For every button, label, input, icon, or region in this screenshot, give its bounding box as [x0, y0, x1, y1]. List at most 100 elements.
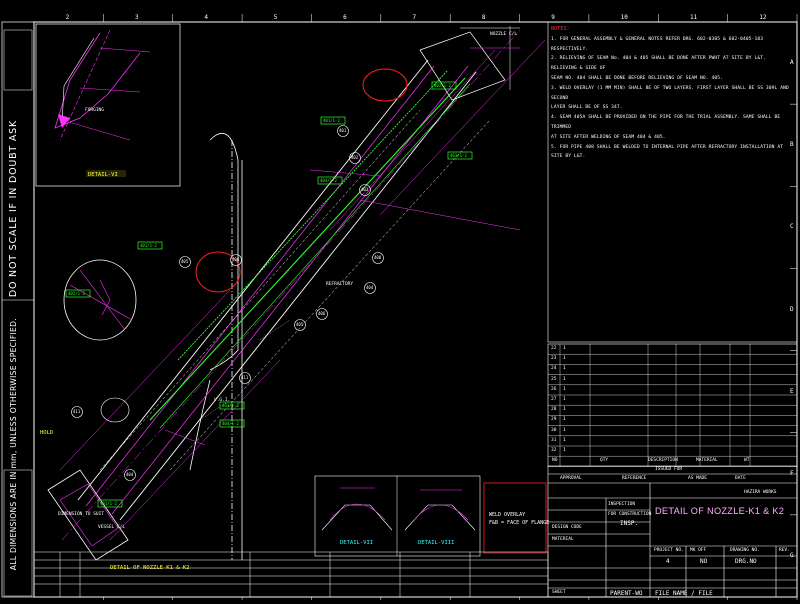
- issued-for-label: ISSUED FOR: [655, 467, 683, 472]
- parts-row-qty: 1: [563, 407, 566, 413]
- part-balloons: [71, 125, 384, 481]
- parts-row-qty: 1: [563, 366, 566, 372]
- part-balloon-label: 402: [351, 155, 359, 160]
- parts-row-qty: 1: [563, 397, 566, 402]
- drawing-title: DETAIL OF NOZZLE-K1 & K2: [655, 506, 785, 516]
- part-balloon-label: 405: [296, 322, 304, 327]
- weld-legend-box: [483, 482, 547, 554]
- part-balloon-label: 408: [374, 255, 382, 260]
- weld-tag-label: 401/1-2: [140, 243, 157, 248]
- parts-row-qty: 1: [563, 376, 566, 382]
- vgi-label: V.G.I.: [214, 398, 231, 403]
- detail-callout-top: [362, 68, 408, 102]
- weld-tag-label: 404/1-2: [222, 421, 239, 426]
- grid-row-markers: [790, 103, 797, 598]
- drawing-no-label: DRAWING NO.: [730, 548, 760, 553]
- rev-label: REV.: [779, 548, 790, 553]
- side-strip-boxes: [3, 29, 33, 597]
- parts-col-header: MATERIAL: [696, 458, 718, 464]
- detail-vii-drawing: [321, 487, 393, 531]
- notes-list: 1. FOR GENERAL ASSEMBLY & GENERAL NOTES …: [551, 35, 791, 162]
- grid-col-label: 6: [343, 14, 347, 21]
- dimension-note: ALL DIMENSIONS ARE IN mm, UNLESS OTHERWI…: [9, 318, 18, 571]
- title-block: [547, 465, 798, 598]
- approval-label: APPROVAL: [560, 476, 582, 481]
- parts-row-qty: 1: [563, 427, 566, 433]
- grid-row-label: F: [790, 469, 794, 477]
- nozzle-cl-label: NOZZLE C/L: [490, 32, 518, 37]
- parts-row-number: 32: [551, 448, 557, 453]
- part-balloon-label: 405: [181, 259, 189, 264]
- grid-row-label: A: [790, 59, 794, 67]
- parts-row-number: 29: [551, 417, 557, 423]
- part-balloon-label: 401: [339, 128, 347, 133]
- parts-row-number: 22: [551, 346, 557, 351]
- parts-row-number: 28: [551, 407, 557, 413]
- grid-col-label: 10: [620, 14, 628, 21]
- nozzle-assembly: [47, 26, 546, 561]
- part-balloon-label: 411: [241, 375, 249, 380]
- part-balloon-label: 403: [361, 187, 369, 192]
- parts-col-header: DESCRIPTION: [648, 458, 678, 464]
- parts-row-number: 25: [551, 376, 557, 382]
- vessel-cl-label: VESSEL C/L: [98, 525, 126, 530]
- grid-col-label: 2: [65, 14, 70, 21]
- project-value: 4: [666, 558, 670, 565]
- grid-row-label: D: [790, 305, 794, 313]
- grid-col-label: 5: [273, 14, 278, 21]
- weld-tag-label: 401/1-2: [323, 118, 340, 123]
- part-balloon-label: 404: [126, 472, 134, 477]
- hold-label: HOLD: [40, 430, 54, 436]
- note-line: SEAM NO. 404 SHALL BE DONE BEFORE RELIEV…: [551, 75, 723, 81]
- weld-tag-label: 402/1-2: [68, 291, 85, 296]
- detail-vi-drawing: [54, 29, 151, 177]
- parts-row-qty: 1: [563, 386, 566, 392]
- note-line: 2. RELIEVING OF SEAM No. 404 & 405 SHALL…: [551, 56, 766, 72]
- mk-off-label: MK OFF: [690, 548, 707, 553]
- scale-warning: DO NOT SCALE IF IN DOUBT ASK: [8, 120, 19, 298]
- weld-legend-1: WELD OVERLAY: [489, 512, 526, 518]
- detail-circle-left: [63, 259, 137, 341]
- as-made-label: AS MADE: [688, 476, 707, 481]
- weld-tag-label: 401/1-2: [100, 501, 117, 506]
- detail-viii-drawing: [404, 489, 476, 531]
- drg-value: DRG.NO: [735, 558, 757, 565]
- company-name: HAZIRA WORKS: [744, 490, 777, 495]
- parts-row-qty: 1: [563, 437, 566, 443]
- parts-col-header: QTY: [600, 458, 609, 464]
- side-strip: [1, 21, 35, 598]
- construction-label: FOR CONSTRUCTION: [608, 512, 652, 517]
- material-label: MATERIAL: [552, 537, 574, 542]
- grid-col-label: 4: [204, 14, 209, 21]
- detail-vii-viii-frame: [314, 475, 481, 557]
- grid-col-label: 7: [412, 14, 417, 21]
- grid-col-label: 3: [135, 14, 139, 21]
- detail-vii-caption: DETAIL-VII: [340, 540, 374, 546]
- part-balloon-label: 406: [232, 257, 240, 262]
- parts-row-number: 24: [551, 366, 557, 372]
- forging-label: FORGING: [85, 108, 104, 113]
- note-line: 5. FOR PIPE 408 SHALL BE WELDED TO INTER…: [551, 144, 784, 160]
- weld-tag-label: 402/1-2: [434, 83, 451, 88]
- detail-callout-mid: [195, 251, 241, 293]
- weld-tags: [65, 81, 473, 508]
- note-line: 3. WELD OVERLAY (1 MM MIN) SHALL BE OF T…: [551, 85, 789, 101]
- grid-col-label: 12: [759, 14, 767, 21]
- parts-row-number: 31: [551, 437, 557, 443]
- date-label: DATE: [735, 476, 746, 481]
- note-line: 1. FOR GENERAL ASSEMBLY & GENERAL NOTES …: [551, 36, 764, 52]
- parts-col-header: NO: [552, 458, 558, 464]
- parts-row-number: 30: [551, 427, 557, 433]
- detail-viii-caption: DETAIL-VIII: [418, 540, 455, 546]
- notes-header: NOTES:: [551, 26, 570, 32]
- detail-vi-caption: DETAIL-VI: [88, 172, 118, 178]
- parent-label: PARENT-WO: [610, 590, 643, 597]
- inspection-label: INSPECTION: [608, 502, 636, 507]
- note-line: 4. SEAM 405A SHALL BE PROVIDED ON THE PI…: [551, 115, 781, 130]
- sheet-label: SHEET: [552, 590, 566, 595]
- grid-col-label: 11: [689, 14, 698, 21]
- grid-row-label: E: [790, 387, 794, 395]
- parts-row-qty: 1: [563, 346, 566, 351]
